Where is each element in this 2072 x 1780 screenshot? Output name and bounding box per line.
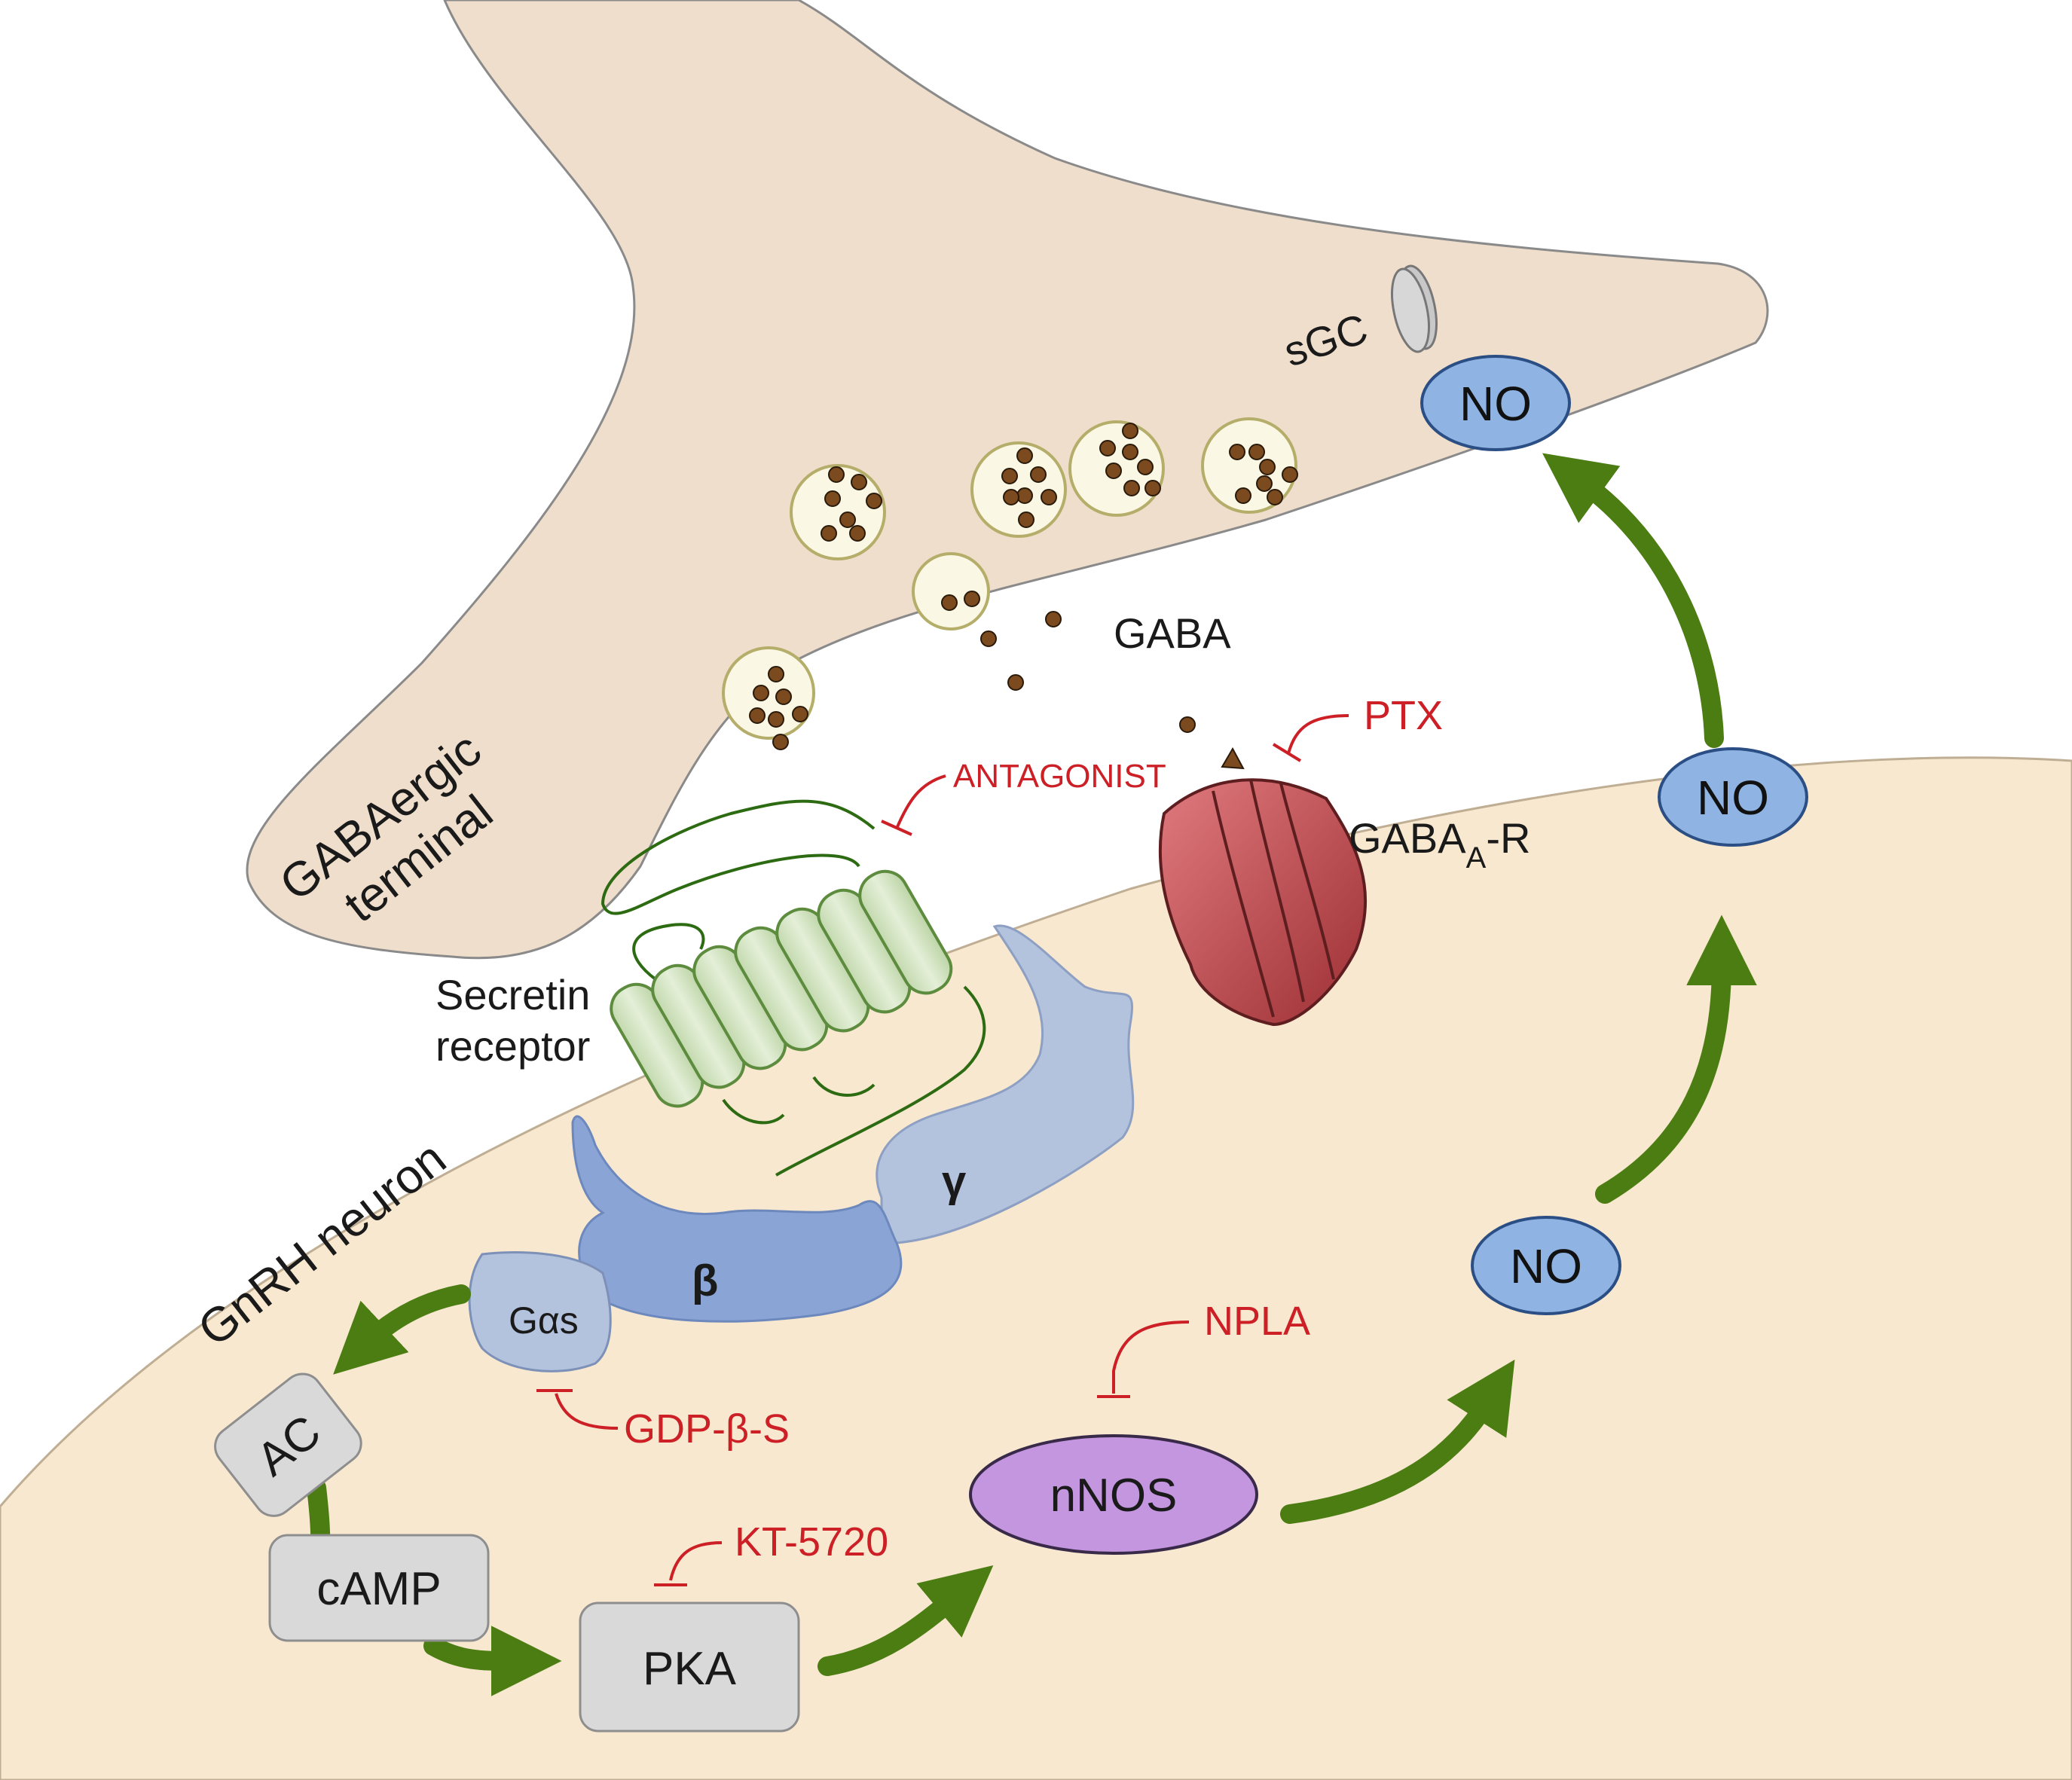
vesicle xyxy=(912,552,990,630)
gdp-beta-s-inhibitor xyxy=(536,1389,619,1430)
ptx-inhibitor xyxy=(1272,714,1349,762)
no-ellipse-2 xyxy=(1658,747,1808,847)
pka-box xyxy=(579,1601,800,1733)
kt5720-label: KT-5720 xyxy=(735,1519,888,1565)
antagonist-label: ANTAGONIST xyxy=(953,758,1166,795)
nnos-ellipse xyxy=(969,1434,1258,1555)
npla-inhibitor xyxy=(1097,1320,1190,1398)
beta-label: β xyxy=(692,1256,718,1305)
galpha-s-label: Gαs xyxy=(509,1299,579,1342)
arrow-nnos-to-no xyxy=(1280,1359,1515,1524)
no-label-1: NO xyxy=(1510,1239,1582,1293)
g-protein-beta xyxy=(571,1115,903,1323)
g-alpha-s xyxy=(468,1251,612,1372)
secretin-label: Secretin xyxy=(435,971,590,1018)
arrow-camp-to-pka xyxy=(423,1626,562,1696)
pka-label: PKA xyxy=(643,1643,737,1695)
gamma-label: γ xyxy=(942,1157,967,1206)
kt5720-inhibitor xyxy=(654,1541,723,1586)
arrow-pka-to-nnos xyxy=(817,1565,994,1676)
no-label-3: NO xyxy=(1459,377,1532,431)
arrow-galpha-to-ac xyxy=(333,1284,471,1375)
gnrh-neuron-body xyxy=(0,756,2072,1780)
arrow-no-to-sgc-no xyxy=(1542,453,1724,748)
arrow-no-to-no xyxy=(1595,914,1757,1204)
pathway-arrows xyxy=(307,453,1757,1696)
ptx-label: PTX xyxy=(1364,693,1443,738)
g-protein-gamma xyxy=(876,924,1135,1244)
vesicle xyxy=(970,441,1067,538)
receptor-label: receptor xyxy=(435,1022,590,1070)
secretin-receptor xyxy=(601,799,986,1177)
ac-box: AC xyxy=(214,1372,362,1517)
gaba-molecules xyxy=(749,423,1298,750)
gdp-beta-s-label: GDP-β-S xyxy=(624,1406,790,1452)
camp-label: cAMP xyxy=(316,1563,441,1615)
no-ellipse-1 xyxy=(1471,1216,1621,1315)
antagonist-inhibitor xyxy=(881,774,946,836)
gabaa-receptor xyxy=(1158,747,1368,1027)
sgc-icon xyxy=(1391,264,1438,353)
npla-label: NPLA xyxy=(1204,1299,1310,1344)
nnos-label: nNOS xyxy=(1050,1470,1178,1522)
no-label-2: NO xyxy=(1697,771,1769,825)
no-ellipse-3 xyxy=(1420,355,1571,451)
gabaa-label: GABAA-R xyxy=(1349,814,1530,875)
gaba-label: GABA xyxy=(1114,609,1231,657)
camp-box xyxy=(268,1534,490,1642)
vesicle xyxy=(1201,417,1297,514)
secretin-helices xyxy=(610,869,953,1108)
